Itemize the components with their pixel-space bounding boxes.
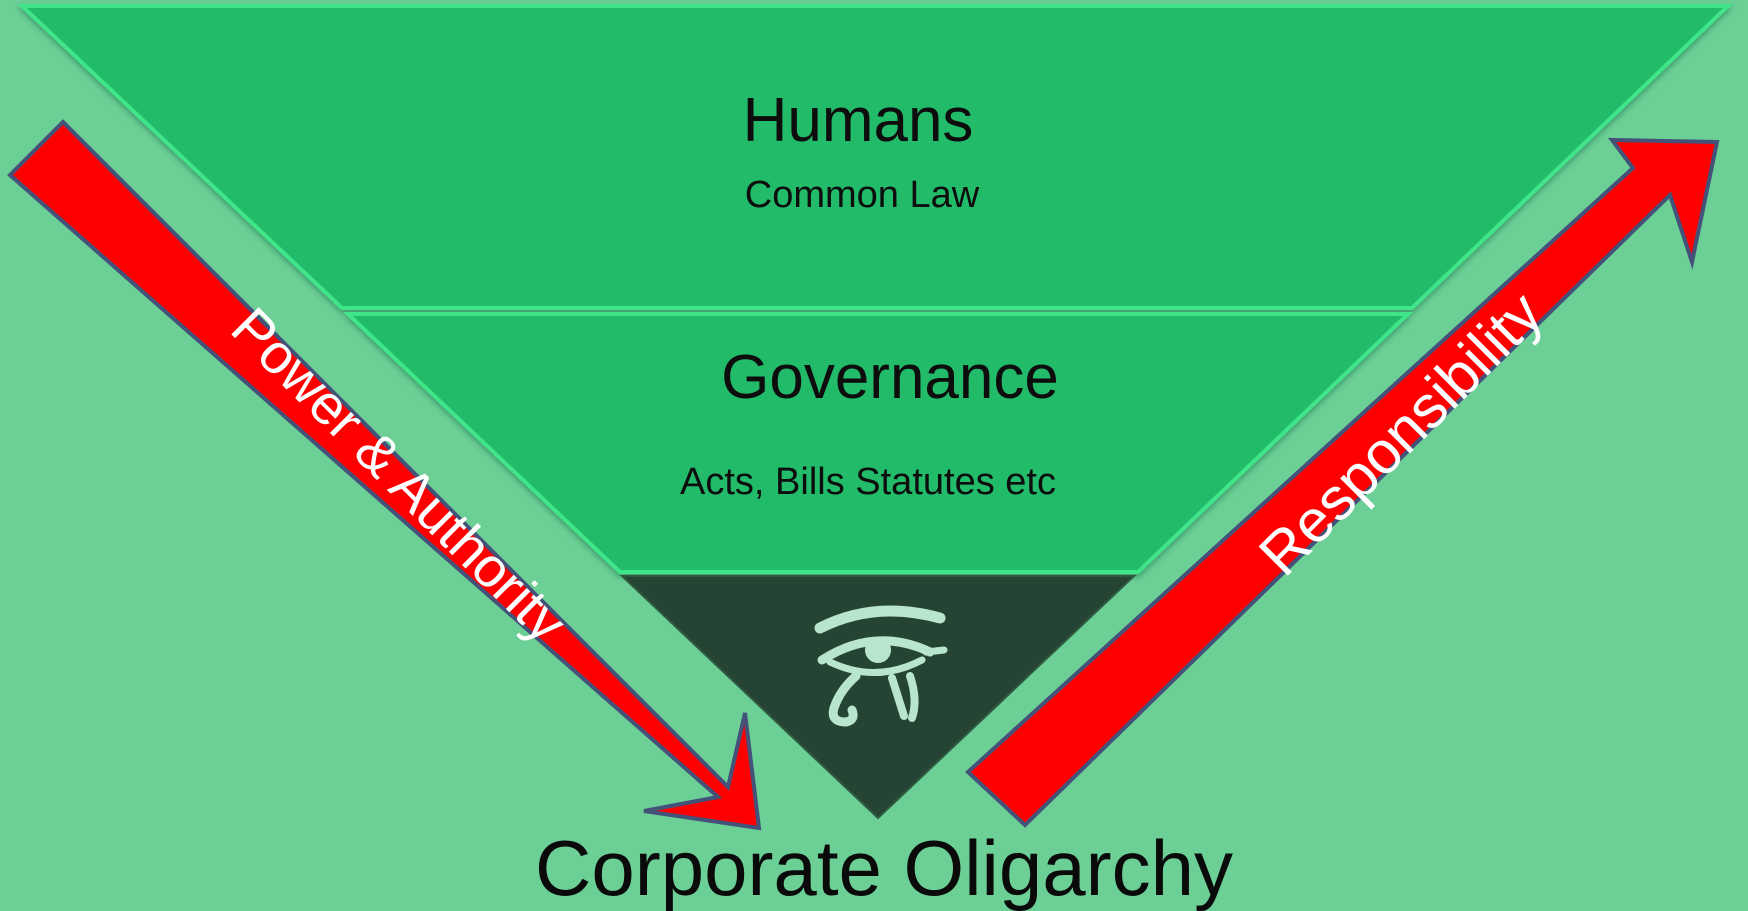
tier-humans-title: Humans bbox=[743, 86, 974, 155]
arrow-responsibility-shape bbox=[965, 137, 1720, 828]
tier-apex bbox=[619, 575, 1137, 820]
bottom-label-corporate-oligarchy: Corporate Oligarchy bbox=[535, 824, 1233, 911]
tier-governance-shape bbox=[342, 312, 1413, 574]
tier-humans-subtitle: Common Law bbox=[745, 174, 980, 216]
tier-governance-title: Governance bbox=[721, 343, 1059, 412]
eye-of-horus-icon bbox=[814, 605, 948, 727]
tier-humans-shape bbox=[16, 4, 1733, 310]
eye-pupil bbox=[865, 637, 891, 663]
tier-apex-shape bbox=[619, 575, 1137, 820]
tier-humans: Humans Common Law bbox=[16, 4, 1733, 310]
arrow-power-authority-shape bbox=[7, 119, 762, 831]
tier-governance-subtitle: Acts, Bills Statutes etc bbox=[680, 461, 1056, 503]
tier-governance: Governance Acts, Bills Statutes etc bbox=[342, 312, 1413, 574]
